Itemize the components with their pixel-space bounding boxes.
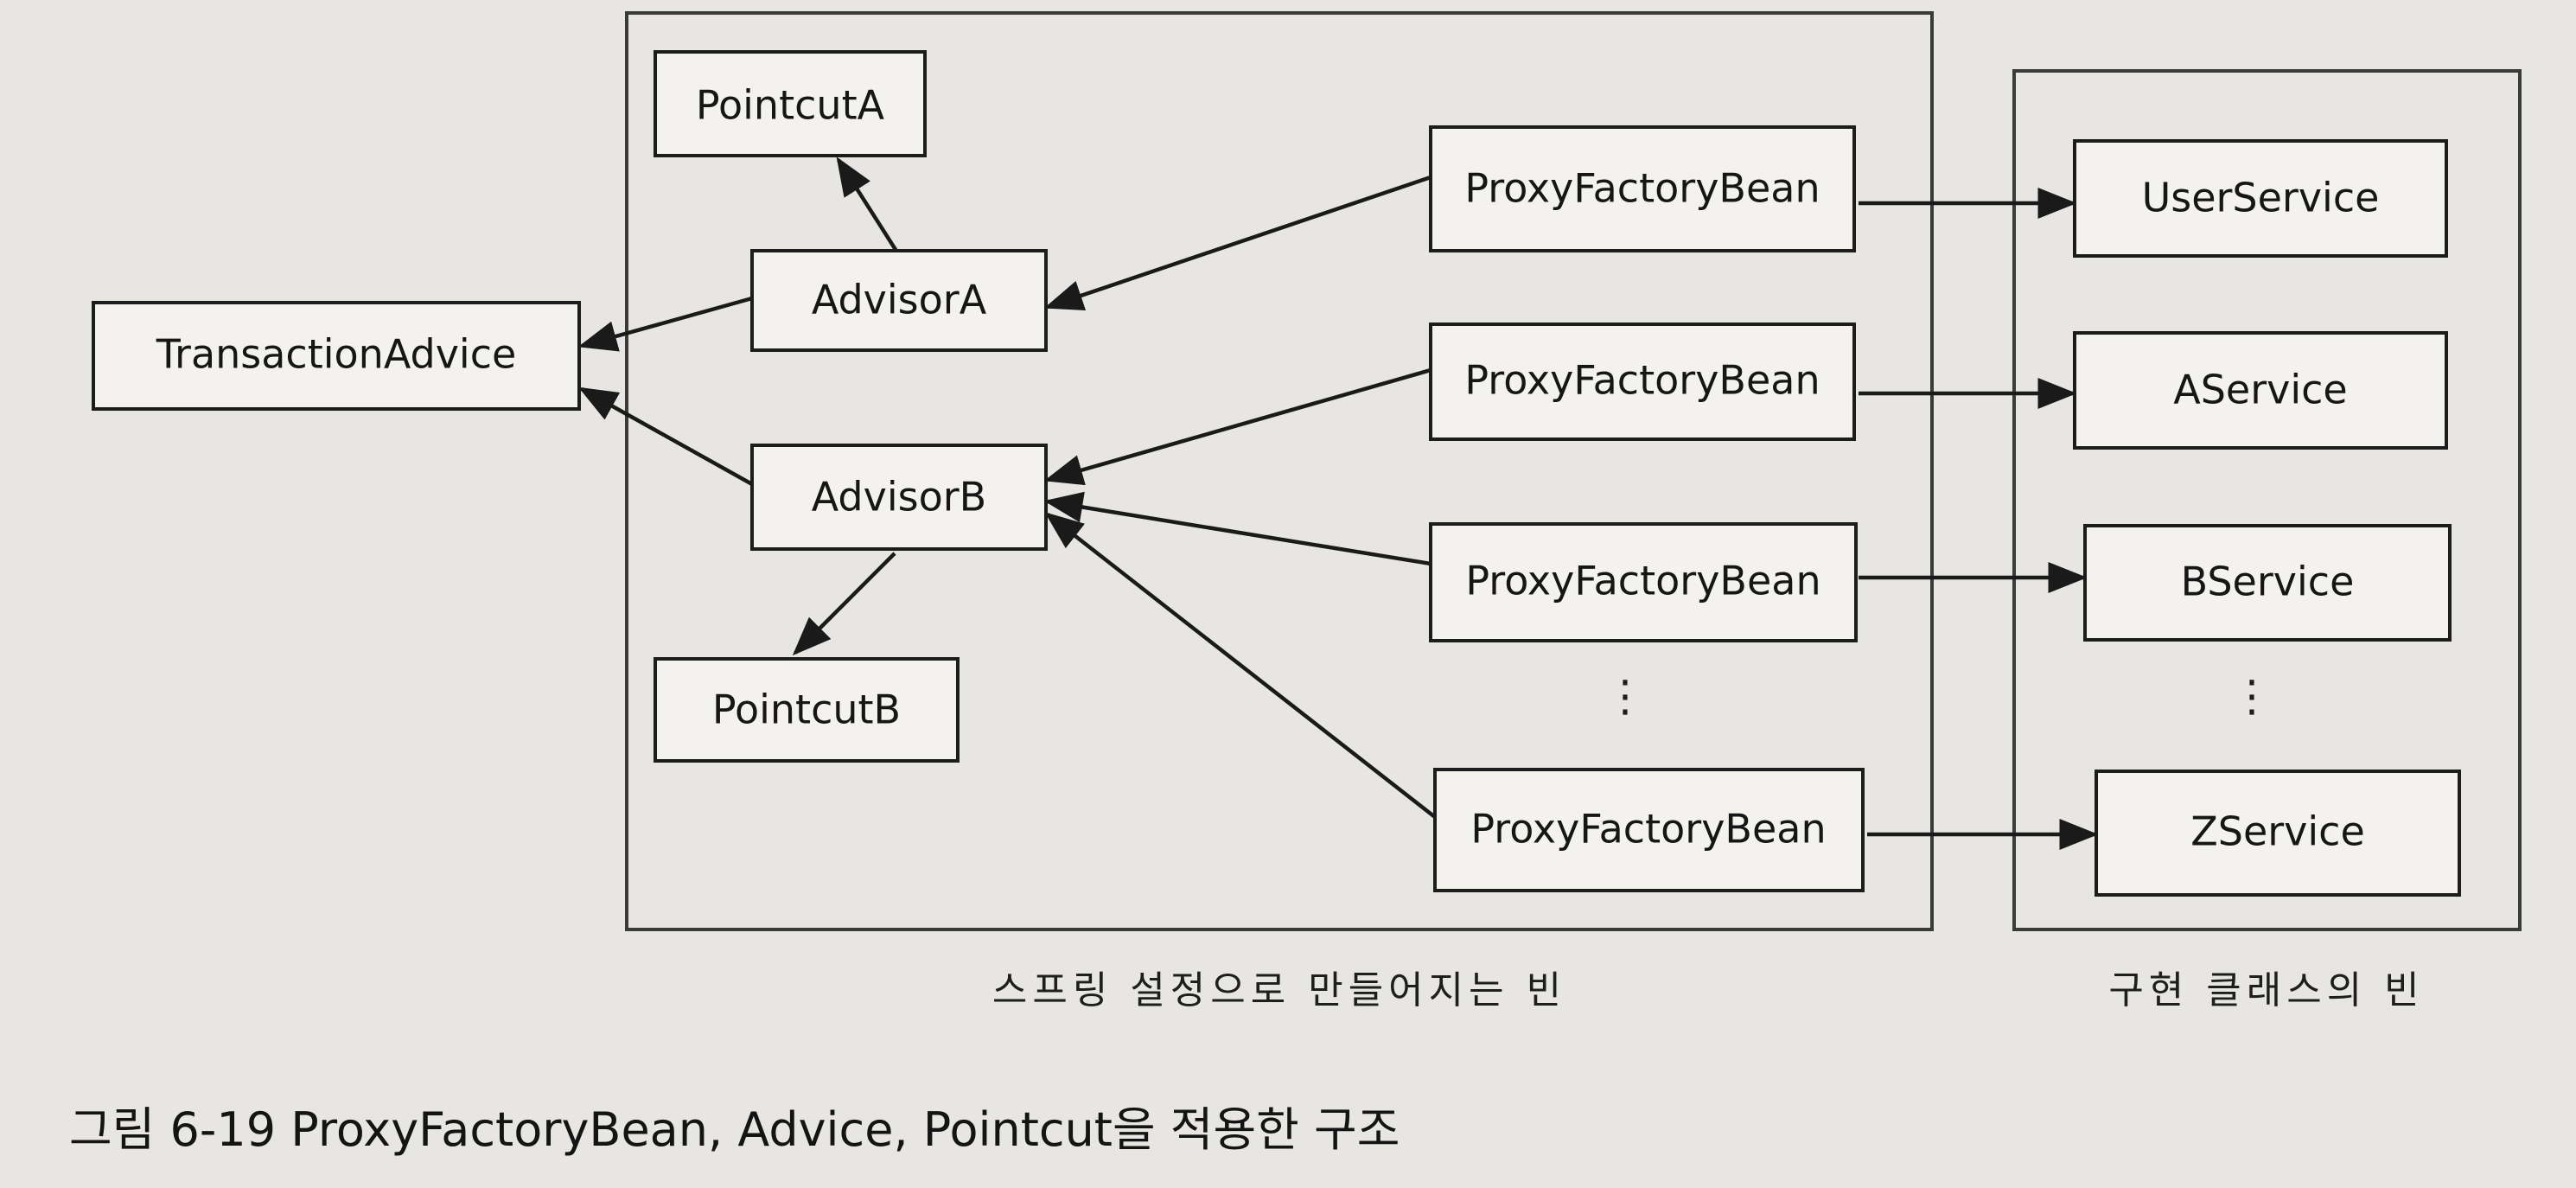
- ellipsis-proxies: ⋮: [1604, 671, 1647, 721]
- spring-config-region: [625, 11, 1934, 931]
- figure-caption: 그림 6-19 ProxyFactoryBean, Advice, Pointc…: [69, 1102, 1400, 1157]
- edge-proxy1-to-advisorA: [1043, 175, 1431, 311]
- node-bService: BService: [2083, 524, 2452, 642]
- node-proxy1: ProxyFactoryBean: [1429, 125, 1856, 252]
- node-transactionAdvice: TransactionAdvice: [92, 301, 581, 411]
- node-pointcutB: PointcutB: [654, 657, 960, 763]
- node-advisorA: AdvisorA: [750, 249, 1048, 352]
- edge-advisorB-to-pointcutB: [792, 552, 896, 656]
- node-bService-label: BService: [2181, 559, 2355, 605]
- impl-region-label: 구현 클래스의 빈: [2108, 968, 2424, 1012]
- node-proxy1-label: ProxyFactoryBean: [1464, 165, 1820, 212]
- node-zService-label: ZService: [2190, 808, 2365, 855]
- edge-proxy3-to-advisorB: [1043, 491, 1431, 566]
- edge-proxy2-to-advisorB: [1043, 367, 1431, 486]
- spring-region-label: 스프링 설정으로 만들어지는 빈: [992, 968, 1566, 1012]
- node-proxy3-label: ProxyFactoryBean: [1465, 558, 1820, 604]
- node-proxy2: ProxyFactoryBean: [1429, 323, 1856, 441]
- node-proxy4-label: ProxyFactoryBean: [1470, 806, 1826, 853]
- node-transactionAdvice-label: TransactionAdvice: [156, 331, 517, 378]
- node-pointcutA: PointcutA: [654, 50, 927, 157]
- node-userService-label: UserService: [2142, 175, 2380, 221]
- node-proxy3: ProxyFactoryBean: [1429, 522, 1858, 642]
- edge-advisorA-to-transactionAdvice: [577, 296, 753, 352]
- node-advisorB: AdvisorB: [750, 444, 1048, 551]
- node-pointcutB-label: PointcutB: [712, 687, 901, 733]
- node-advisorA-label: AdvisorA: [812, 277, 987, 323]
- node-aService-label: AService: [2173, 367, 2347, 413]
- impl-class-region: [2012, 69, 2522, 931]
- ellipsis-services: ⋮: [2230, 671, 2273, 721]
- node-aService: AService: [2073, 331, 2448, 450]
- node-advisorB-label: AdvisorB: [812, 474, 986, 521]
- node-zService: ZService: [2095, 770, 2461, 897]
- node-pointcutA-label: PointcutA: [696, 82, 885, 129]
- edge-proxy4-to-advisorB: [1044, 512, 1437, 819]
- node-proxy4: ProxyFactoryBean: [1433, 768, 1865, 892]
- node-userService: UserService: [2073, 139, 2448, 258]
- node-proxy2-label: ProxyFactoryBean: [1464, 357, 1820, 404]
- edge-advisorB-to-transactionAdvice: [578, 386, 754, 486]
- edge-advisorA-to-pointcutA: [836, 156, 901, 257]
